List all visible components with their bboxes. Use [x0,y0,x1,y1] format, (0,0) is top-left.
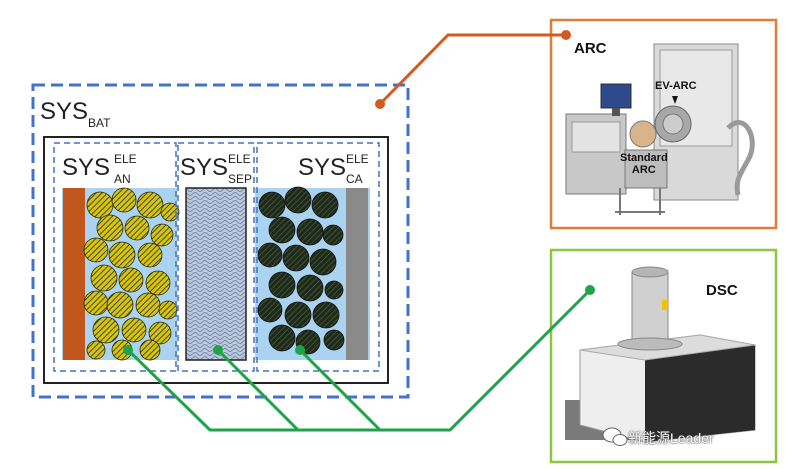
cathode-particles [257,186,345,355]
dsc-connector-dot-cathode [295,345,305,355]
battery-system-box [31,83,410,399]
anode-particles [83,187,180,361]
dsc-connector-dot-end [585,285,595,295]
anode-subsystem-box [53,142,177,372]
arc-instrument-illustration [565,43,755,215]
cathode-subsystem-box [256,142,380,372]
separator-label-sub: SEP [228,172,253,186]
battery-system-label: SYSBAT [40,98,110,130]
dsc-title: DSC [706,282,738,299]
dsc-connector-dot-anode [123,345,133,355]
cathode-subsystem-label: SYS [298,154,346,182]
anode-subsystem-label: SYS [62,154,110,182]
battery-label-base: SYS [40,98,89,125]
arc-connector-dot-start [375,99,385,109]
standard-arc-label: Standard ARC [620,152,668,176]
separator [185,187,247,361]
anode-current-collector [63,188,85,360]
cathode-label-sub: CA [346,172,363,186]
wechat-icon [602,427,628,446]
watermark: 新能源Leader [628,430,714,446]
dsc-connector-lines [126,288,592,432]
ev-arc-label: EV-ARC [655,80,697,92]
anode-label-sub: AN [114,172,131,186]
cathode-label-base: SYS [298,154,347,181]
separator-label-sup: ELE [228,152,251,166]
anode-label-base: SYS [62,154,111,181]
dsc-connector-dot-separator [213,345,223,355]
arc-title: ARC [574,40,607,57]
cathode-label-sup: ELE [346,152,369,166]
arc-connector-line [378,33,565,106]
separator-label-base: SYS [180,154,229,181]
dsc-instrument-illustration [565,266,756,443]
battery-label-sub: BAT [88,116,111,130]
cathode-current-collector [346,188,368,360]
separator-subsystem-box [177,142,255,372]
arc-connector-dot-end [561,30,571,40]
anode-label-sup: ELE [114,152,137,166]
separator-subsystem-label: SYS [180,154,228,182]
